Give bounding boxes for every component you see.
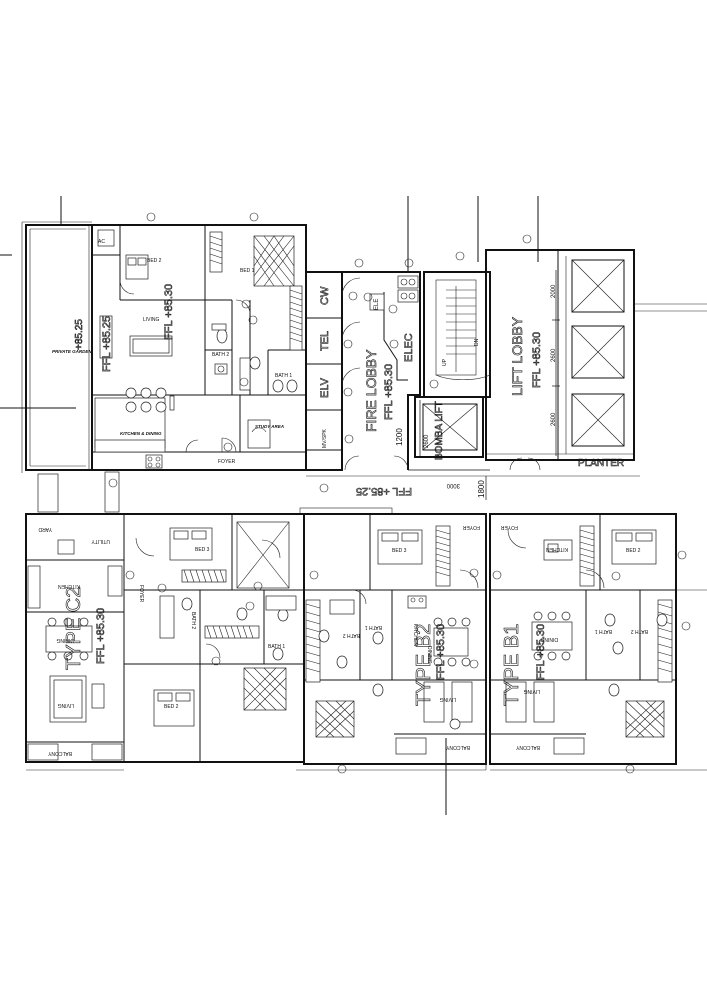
- c2-dining-label: DINING: [56, 637, 74, 643]
- kitchen-counter-top: [94, 439, 166, 469]
- bath-fixtures-top: [211, 323, 298, 393]
- dim-2600b-label: 2600: [551, 412, 557, 426]
- mv-spk-label: MV/SPK: [322, 428, 328, 448]
- b2-bath1-label: BATH 1: [365, 624, 382, 630]
- study-area-desk: [247, 419, 271, 449]
- b1-kitchen-label: KITCHEN: [546, 546, 568, 552]
- ffl-fire-lobby-label: FFL +85.30: [383, 364, 395, 420]
- bed-2-label: BED 2: [147, 258, 162, 264]
- type-b1-walls: [485, 513, 677, 771]
- bath-2-label: BATH 2: [212, 352, 229, 358]
- bomba-lift-shaft: [422, 403, 478, 451]
- type-b1-fixtures: [505, 525, 673, 755]
- living-sofa: [99, 315, 173, 359]
- c2-bath2-label: BATH 2: [190, 612, 196, 629]
- passenger-lifts: [565, 256, 625, 454]
- b2-foyer-label: FOYER: [462, 524, 480, 530]
- type-b2-label: TYPE B2: [413, 624, 435, 706]
- cw-tel-elv-shafts: [341, 277, 361, 387]
- ele-room-fixtures: [369, 275, 419, 311]
- c2-bed2-label: BED 2: [164, 704, 179, 710]
- ffl-garden-label: FFL +85.25: [101, 316, 113, 372]
- stair-dn-label: DN: [474, 338, 480, 346]
- ffl-corridor-label: FFL +85.25: [356, 485, 412, 497]
- fire-lobby-label: FIRE LOBBY: [363, 349, 379, 432]
- lift-lobby-label: LIFT LOBBY: [509, 316, 525, 396]
- c2-bath1-label: BATH 1: [268, 644, 285, 650]
- ffl-c2-label: FFL +85.30: [95, 608, 107, 664]
- bed-1-fixture: [253, 235, 295, 287]
- dim-1200-label: 1200: [395, 428, 404, 446]
- ffl-b2-label: FFL +85.30: [435, 624, 447, 680]
- type-c2-fixtures: [27, 521, 297, 761]
- dimension-lines: [408, 270, 560, 500]
- c2-bed3-label: BED 3: [195, 547, 210, 553]
- living-label: LIVING: [143, 317, 160, 323]
- c2-balcony-label: BALCONY: [47, 750, 72, 756]
- b1-bed2-label: BED 2: [626, 548, 641, 554]
- dim-1800-label: 1800: [477, 480, 486, 498]
- ele-label: ELE: [374, 299, 380, 310]
- type-c2-label: TYPE C2: [63, 587, 85, 670]
- type-b2-fixtures: [305, 525, 479, 755]
- corridor-markers: [37, 471, 393, 515]
- dim-2600c-label: 2600: [424, 434, 430, 448]
- dim-2000-label: 2000: [551, 284, 557, 298]
- b2-living-label: LIVING: [439, 696, 456, 702]
- c2-utility-label: UTILITY: [91, 538, 110, 544]
- stair-up-label: UP: [442, 358, 448, 366]
- cw-label: CW: [319, 286, 331, 305]
- foyer-label: FOYER: [218, 459, 236, 465]
- section-marker-tags: [108, 212, 691, 774]
- b1-foyer-label: FOYER: [500, 524, 518, 530]
- type-b1-label: TYPE B1: [501, 624, 523, 706]
- ac-label: AC: [98, 239, 105, 245]
- b2-dining-label: DINING: [426, 646, 432, 664]
- upper-unit-walls: [21, 221, 307, 473]
- grid-lines: [0, 196, 707, 815]
- dining-table-top: [94, 387, 175, 449]
- c2-yard-label: YARD: [38, 526, 52, 532]
- elec-label: ELEC: [403, 333, 415, 362]
- c2-living-label: LIVING: [57, 702, 74, 708]
- bed-2-fixture: [125, 254, 149, 280]
- b1-bath2-label: BATH 2: [631, 628, 648, 634]
- c2-kitchen-label: KITCHEN: [58, 583, 80, 589]
- planter-label: PLANTER: [578, 458, 624, 469]
- upper-doors: [97, 229, 251, 453]
- b1-bath1-label: BATH 1: [595, 628, 612, 634]
- b1-living-label: LIVING: [523, 688, 540, 694]
- bed-1-label: BED 1: [240, 268, 255, 274]
- ffl-garden-edge-label: +85.25: [74, 319, 85, 350]
- ffl-lift-lobby-label: FFL +85.30: [531, 332, 543, 388]
- ffl-b1-label: FFL +85.30: [535, 624, 547, 680]
- dim-3000-label: 3000: [446, 482, 460, 488]
- core-walls: [305, 249, 640, 477]
- b2-balcony-label: BALCONY: [445, 744, 470, 750]
- tel-label: TEL: [319, 331, 331, 351]
- dim-2600a-label: 2600: [551, 348, 557, 362]
- b1-dining-label: DINING: [540, 636, 558, 642]
- b2-kitchen-label: KITCHEN: [412, 624, 418, 646]
- kitchen-dining-label: KITCHEN & DINING: [120, 431, 162, 436]
- private-garden-label: PRIVATE GARDEN: [52, 349, 92, 354]
- ffl-unit-top-label: FFL +85.30: [163, 284, 175, 340]
- staircase: [435, 279, 491, 381]
- study-area-label: STUDY AREA: [255, 424, 284, 429]
- wardrobes-top: [209, 231, 303, 351]
- bath-1-label: BATH 1: [275, 373, 292, 379]
- b2-bed3-label: BED 3: [392, 548, 407, 554]
- bomba-lift-label: BOMBA LIFT: [434, 401, 445, 460]
- b1-balcony-label: BALCONY: [515, 744, 540, 750]
- elv-label: ELV: [319, 377, 331, 398]
- b2-bath2-label: BATH 2: [343, 632, 360, 638]
- c2-foyer-label: FOYER: [138, 585, 144, 603]
- fire-lobby-doors: [344, 455, 541, 471]
